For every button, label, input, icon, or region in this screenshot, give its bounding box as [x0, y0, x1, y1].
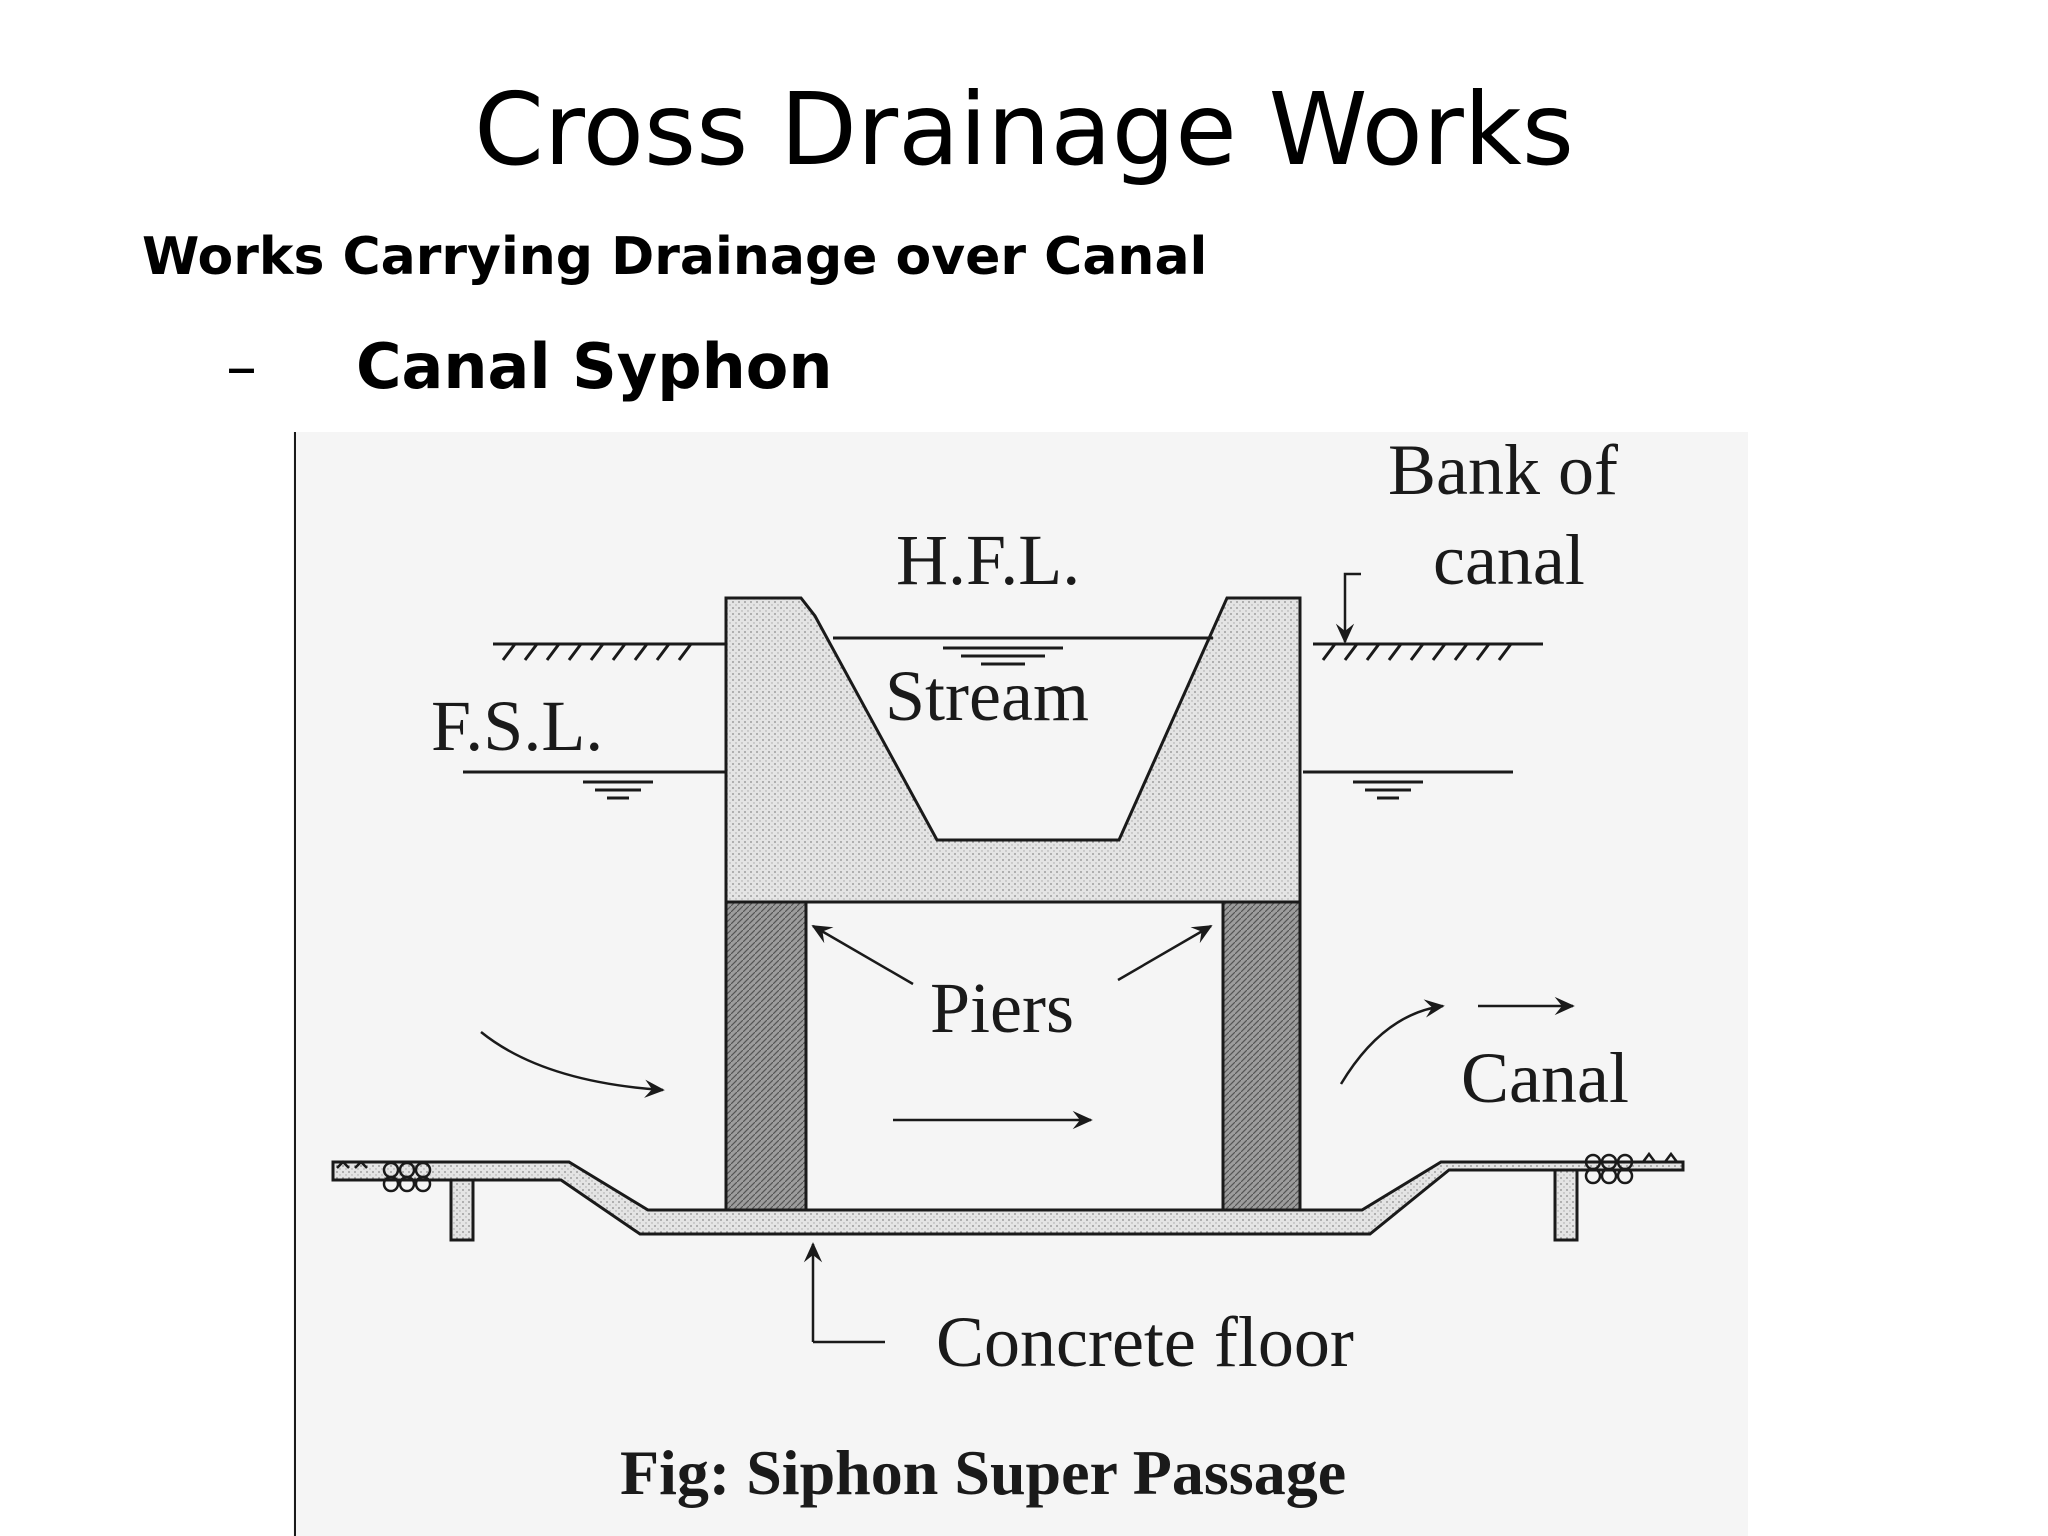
cutoff-wall-right: [1553, 1168, 1579, 1242]
piers-arrow-right: [1117, 924, 1213, 982]
stone-pitching-left: [336, 1160, 432, 1193]
bullet-text: Canal Syphon: [356, 330, 833, 403]
fsl-water-left: [463, 770, 733, 800]
label-piers: Piers: [930, 968, 1074, 1048]
cutoff-wall-left: [449, 1178, 475, 1242]
siphon-diagram: Bank of canal H.F.L. Stream F.S.L. Piers…: [293, 432, 1748, 1536]
stream-trough: [724, 596, 1302, 904]
label-fsl: F.S.L.: [431, 686, 603, 766]
hfl-water-symbol: [943, 646, 1063, 666]
bullet-item: – Canal Syphon: [226, 330, 832, 404]
label-concrete-floor: Concrete floor: [936, 1302, 1354, 1382]
label-canal-bank: canal: [1433, 520, 1585, 600]
label-canal: Canal: [1461, 1038, 1629, 1118]
flow-arrow-inlet: [480, 1031, 665, 1098]
bank-of-canal-arrow: [1335, 572, 1361, 644]
slide-subtitle: Works Carrying Drainage over Canal: [142, 227, 1208, 287]
ground-line-right: [1313, 642, 1543, 661]
piers-arrow-left: [811, 924, 914, 986]
flow-arrow-outlet-curve: [1339, 999, 1445, 1085]
bullet-dash: –: [226, 330, 257, 403]
stone-pitching-right: [1584, 1151, 1678, 1185]
slide-title: Cross Drainage Works: [474, 71, 1574, 188]
label-bank-of: Bank of: [1388, 432, 1618, 510]
ground-line-left: [493, 642, 733, 661]
label-hfl: H.F.L.: [896, 520, 1080, 600]
pier-right: [1221, 900, 1302, 1212]
siphon-diagram-drawing: Bank of canal H.F.L. Stream F.S.L. Piers…: [294, 432, 1685, 1536]
fsl-water-right: [1303, 770, 1513, 800]
figure-caption: Fig: Siphon Super Passage: [620, 1437, 1346, 1508]
label-stream: Stream: [885, 656, 1089, 736]
concrete-floor: [331, 1160, 1685, 1236]
pier-left: [724, 900, 808, 1212]
